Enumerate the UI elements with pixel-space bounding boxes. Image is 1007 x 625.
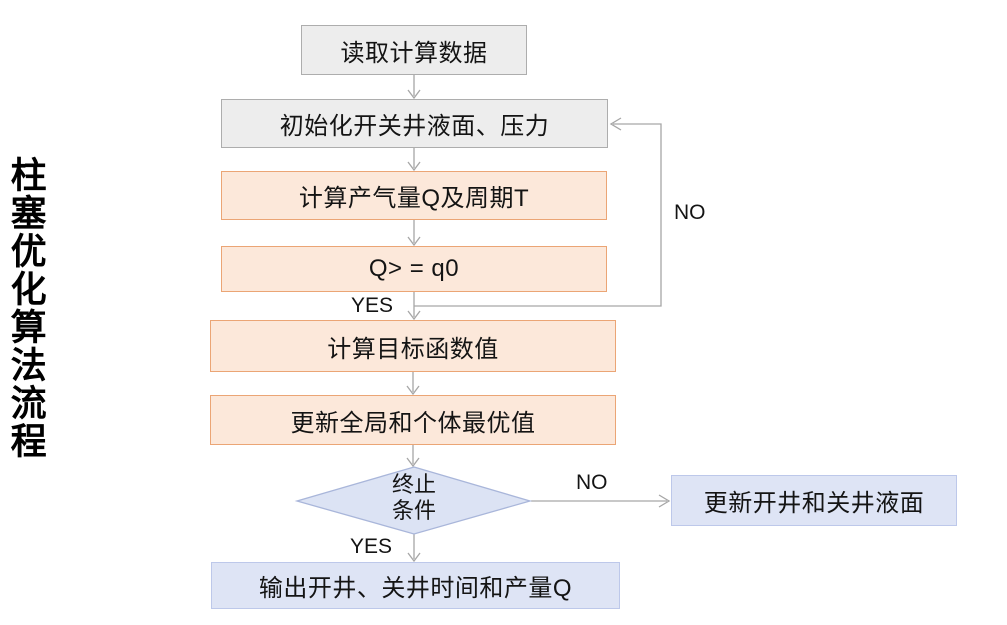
node-update-best[interactable]: 更新全局和个体最优值 (210, 395, 616, 445)
arrow-terminate-to-updateliquid (531, 494, 671, 508)
node-output[interactable]: 输出开井、关井时间和产量Q (211, 562, 620, 609)
label-yes-after-condition: YES (351, 294, 394, 317)
arrow-update-to-terminate (406, 445, 420, 468)
node-calc-q-t[interactable]: 计算产气量Q及周期T (221, 171, 607, 220)
arrow-objective-to-update (406, 372, 420, 396)
label-no-loop: NO (674, 201, 706, 224)
arrow-terminate-to-output (407, 534, 421, 563)
node-calc-objective[interactable]: 计算目标函数值 (210, 320, 616, 372)
node-init-levels[interactable]: 初始化开关井液面、压力 (221, 99, 608, 148)
node-update-liquid[interactable]: 更新开井和关井液面 (671, 475, 957, 526)
label-yes-below: YES (350, 535, 393, 558)
label-no-right: NO (576, 471, 608, 494)
terminate-line1: 终止 (391, 472, 436, 497)
arrow-read-to-init (407, 75, 421, 100)
arrow-init-to-calcq (407, 148, 421, 172)
page-title: 柱塞优化算法流程 (5, 156, 47, 460)
node-terminate-label: 终止 条件 (354, 472, 474, 524)
arrow-calcq-to-condition (407, 220, 421, 247)
arrow-no-loop-to-init (414, 117, 662, 307)
arrow-condition-to-objective (407, 292, 421, 321)
node-read-data[interactable]: 读取计算数据 (301, 25, 527, 75)
terminate-line2: 条件 (391, 498, 436, 523)
node-condition-q[interactable]: Q> = q0 (221, 246, 607, 292)
terminate-diamond-shape[interactable] (294, 466, 533, 535)
